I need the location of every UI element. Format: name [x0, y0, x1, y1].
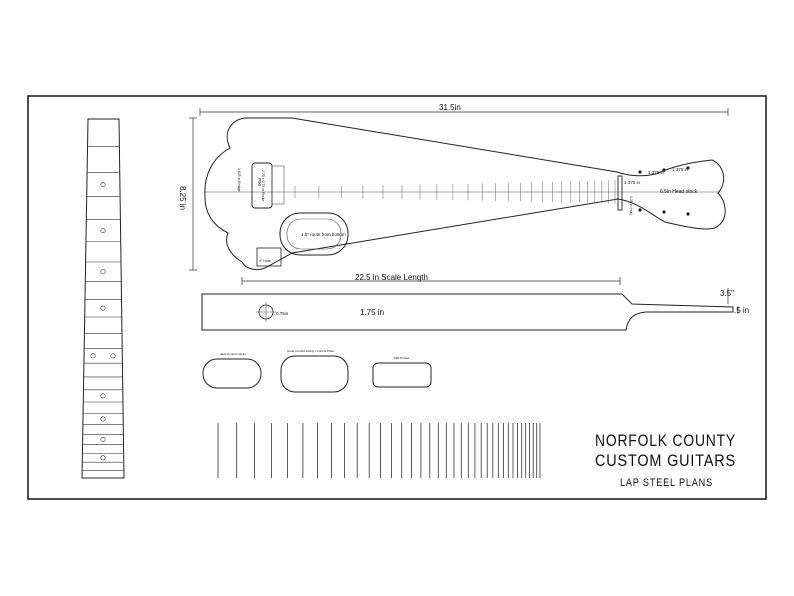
brand-line-1: NORFOLK COUNTY: [595, 431, 736, 450]
inlay-dot: [100, 455, 106, 461]
route-note: 1.5" route from bottom: [301, 232, 346, 237]
brand-subtitle: LAP STEEL PLANS: [620, 477, 713, 489]
scale-length-dimension: [241, 277, 621, 285]
drawing-border: [27, 95, 767, 500]
bridge-label: 1.625 in Bridge: [237, 168, 241, 192]
inlay-dot: [100, 393, 106, 399]
pickup-cover-label: P90 Pocket: [394, 356, 410, 360]
pickup-sub-label: 2.75 x 0.75 in Route: [261, 170, 265, 201]
fret-spacing-ruler: [217, 423, 541, 478]
large-cover-template: [280, 355, 349, 393]
neck-depth-end-label: .5 in: [734, 306, 749, 315]
headstock-label: 6.5in Head stock: [660, 189, 698, 195]
inlay-dot: [100, 269, 106, 275]
tuner-spacing-c: 1.375 in: [624, 180, 641, 185]
jack-cavity: [256, 247, 282, 267]
inlay-dot: [100, 182, 106, 188]
brand-line-2: CUSTOM GUITARS: [595, 451, 736, 470]
inlay-dot: [100, 436, 106, 442]
overall-length-label: 31.5in: [439, 103, 461, 112]
inlay-dot: [100, 228, 106, 234]
body-thickness-label: 1.75 in: [360, 308, 384, 317]
inlay-dot: [110, 353, 116, 359]
width-label: 8.25 in: [178, 186, 187, 210]
nut-label: 1.35 in (nut): [629, 196, 633, 215]
side-profile: [201, 288, 739, 331]
inlay-dot: [100, 416, 106, 422]
control-cavity: [279, 212, 349, 256]
pickup-label: P90: [257, 178, 262, 187]
hole-dia-label: 0.75in: [276, 311, 289, 316]
body-outline: [204, 117, 726, 271]
body-fret-slots: [294, 180, 616, 204]
inlay-dot: [90, 353, 96, 359]
small-cover-label: Jack Control Cavity: [220, 352, 246, 356]
fretboard-fret-lines: [82, 146, 124, 479]
large-cover-label: Outer Control Cavity / Control Plate: [287, 349, 334, 353]
tuner-spacing-a: 1.375 in: [648, 170, 665, 175]
width-dimension: [189, 117, 197, 271]
jack-label: 4" hole: [259, 259, 271, 263]
inlay-dot: [100, 305, 106, 311]
fretboard-inlay-markers: [90, 182, 116, 461]
overall-length-dimension: [199, 108, 729, 116]
pickup-cover-template: [372, 362, 432, 388]
tuner-spacing-b: 1.375 in: [672, 167, 689, 172]
tuner-holes: [638, 166, 690, 216]
nut-slot: [617, 175, 623, 211]
scale-length-label: 22.5 in Scale Length: [355, 273, 428, 282]
fretboard-template: [81, 118, 125, 479]
small-cover-template: [202, 358, 262, 389]
neck-depth-top-label: 3.5": [720, 289, 734, 298]
